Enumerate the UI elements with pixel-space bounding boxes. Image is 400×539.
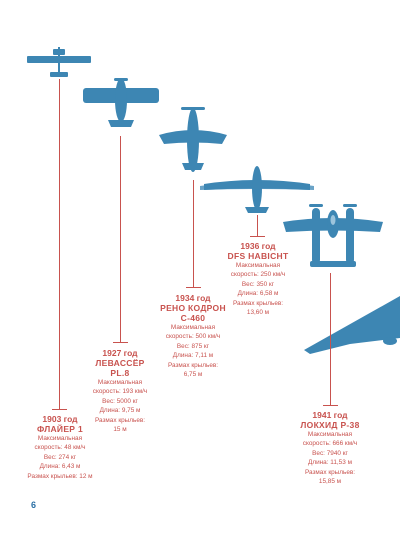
flyer-1-stat: Максимальная xyxy=(37,435,83,442)
habicht-stat: Вес: 350 кг xyxy=(241,280,275,288)
habicht-info: 1936 год DFS HABICHT Максимальная скорос… xyxy=(222,241,294,317)
caudron-stat: Вес: 875 кг xyxy=(176,342,210,350)
p38-year: 1941 год xyxy=(312,410,348,420)
levasseur-stat: Длина: 9,75 м xyxy=(99,407,141,415)
levasseur-name: ЛЕВАССЁР xyxy=(95,358,145,368)
habicht-stat: Размах крыльев: xyxy=(232,299,284,307)
next-aircraft-silhouette xyxy=(304,296,400,354)
flyer-1-stat: Вес: 274 кг xyxy=(43,453,77,461)
caudron-info: 1934 год РЕНО КОДРОН C-460 Максимальная … xyxy=(155,293,231,379)
caudron-name: РЕНО КОДРОН xyxy=(160,303,226,313)
habicht-stat: Длина: 6,58 м xyxy=(237,290,279,298)
levasseur-stat: скорость: 193 км/ч xyxy=(92,388,148,396)
page-number: 6 xyxy=(31,500,37,510)
levasseur-stat: Вес: 5000 кг xyxy=(102,397,138,405)
flyer-1-leader-line xyxy=(59,79,60,409)
lockheed-p38-silhouette xyxy=(283,204,383,267)
p38-stat: Длина: 11,53 м xyxy=(308,459,352,467)
p38-name: ЛОКХИД Р-38 xyxy=(300,420,360,430)
flyer-1-year: 1903 год xyxy=(42,414,78,424)
caudron-year: 1934 год xyxy=(175,293,211,303)
p38-stat: 15,85 м xyxy=(318,478,342,486)
habicht-stat: 13,60 м xyxy=(246,309,270,317)
flyer-1-stat: Длина: 6,43 м xyxy=(39,463,81,471)
p38-leader-line xyxy=(330,273,331,405)
flyer-1-leader-tick xyxy=(52,409,67,410)
levasseur-leader-line xyxy=(120,136,121,342)
levasseur-stat: Размах крыльев: xyxy=(94,416,146,424)
p38-info: 1941 год ЛОКХИД Р-38 Максимальная скорос… xyxy=(294,410,366,486)
flyer-1-info: 1903 год ФЛАЙЕР 1 Максимальная скорость:… xyxy=(6,414,114,481)
habicht-stat: скорость: 250 км/ч xyxy=(230,271,286,279)
caudron-stat: Размах крыльев: xyxy=(167,361,219,369)
caudron-leader-line xyxy=(193,180,194,287)
levasseur-stat: 15 м xyxy=(113,426,127,434)
flyer-1-stat: скорость: 48 км/ч xyxy=(34,444,86,452)
caudron-stat: Максимальная xyxy=(170,324,216,331)
dfs-habicht-silhouette xyxy=(200,166,314,213)
caudron-stat: скорость: 500 км/ч xyxy=(165,333,221,341)
flyer-1-stat: Размах крыльев: 12 м xyxy=(27,472,93,480)
levasseur-stat: Максимальная xyxy=(97,379,143,386)
levasseur-name-line2: PL.8 xyxy=(110,368,130,378)
habicht-leader-tick xyxy=(250,236,265,237)
habicht-leader-line xyxy=(257,215,258,236)
p38-leader-tick xyxy=(323,405,338,406)
p38-stat: Вес: 7940 кг xyxy=(312,449,348,457)
caudron-stat: 6,75 м xyxy=(183,371,203,379)
caudron-name-line2: C-460 xyxy=(180,313,206,323)
flyer-1-name: ФЛАЙЕР 1 xyxy=(37,424,83,434)
levasseur-year: 1927 год xyxy=(102,348,138,358)
caudron-leader-tick xyxy=(186,287,201,288)
caudron-stat: Длина: 7,11 м xyxy=(172,352,214,360)
levasseur-pl8-silhouette xyxy=(83,78,159,127)
habicht-stat: Максимальная xyxy=(235,262,281,269)
levasseur-leader-tick xyxy=(113,342,128,343)
habicht-year: 1936 год xyxy=(240,241,276,251)
p38-stat: скорость: 666 км/ч xyxy=(302,440,358,448)
p38-stat: Размах крыльев: xyxy=(304,468,356,476)
renault-caudron-c460-silhouette xyxy=(159,107,227,172)
habicht-name: DFS HABICHT xyxy=(227,251,289,261)
p38-stat: Максимальная xyxy=(307,431,353,438)
flyer-1-silhouette xyxy=(27,47,91,77)
levasseur-info: 1927 год ЛЕВАССЁР PL.8 Максимальная скор… xyxy=(84,348,156,434)
